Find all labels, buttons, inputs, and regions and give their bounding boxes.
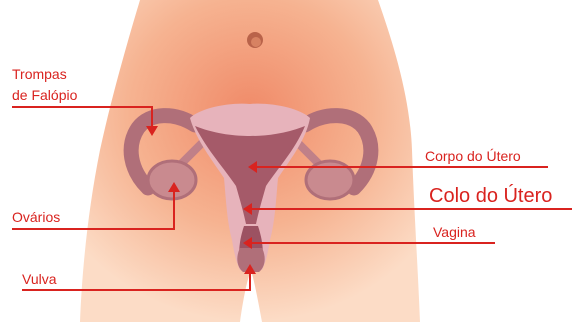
label-corpo-utero: Corpo do Útero — [425, 147, 521, 165]
label-trompas-line1: Trompas — [12, 65, 67, 83]
label-trompas-line2: de Falópio — [12, 86, 77, 104]
label-colo-utero: Colo do Útero — [429, 184, 552, 208]
label-vulva: Vulva — [22, 270, 57, 288]
label-ovarios: Ovários — [12, 208, 60, 226]
left-ovary — [148, 161, 196, 199]
label-vagina: Vagina — [433, 223, 476, 241]
